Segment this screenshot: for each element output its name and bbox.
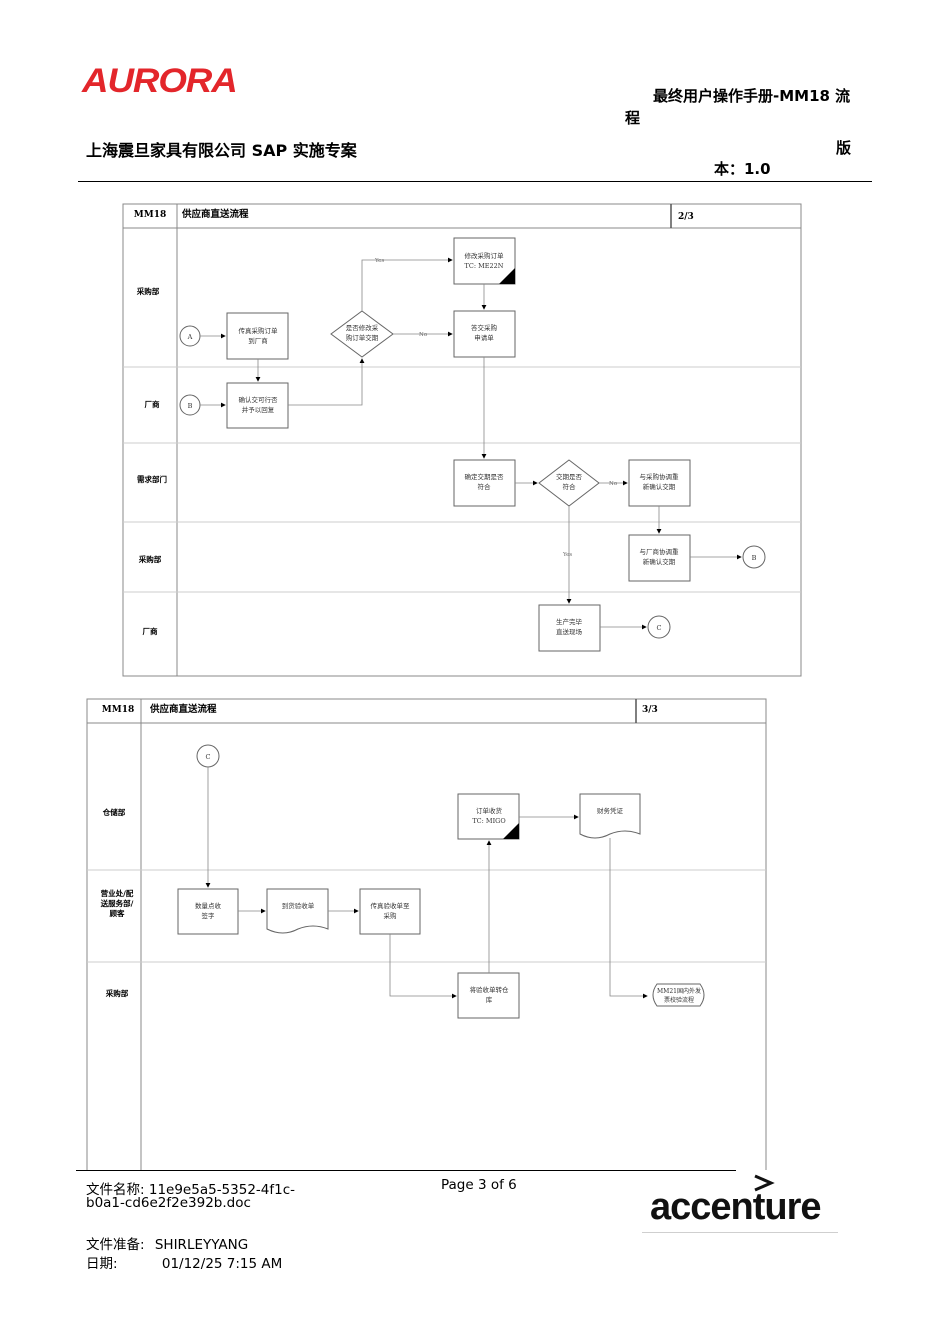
doc-title-line1: 最终用户操作手册-MM18 流: [653, 87, 851, 105]
d2-send-wh-line2: 库: [486, 995, 493, 1004]
d1-modify-po-line1: 修改采购订单: [465, 251, 505, 260]
accenture-underline: [642, 1232, 838, 1233]
d1-date-ok-line1: 交期是否: [556, 472, 583, 481]
d1-no-label-1: No: [419, 332, 428, 338]
d1-change-q-line2: 购订单交期: [346, 333, 379, 342]
d1-change-q-line1: 是否修改采: [346, 323, 379, 332]
d2-send-wh-line1: 将验收单转仓: [470, 985, 510, 994]
header-divider: [78, 181, 872, 182]
d2-lane-purchasing: 采购部: [105, 988, 129, 998]
d1-coord-vendor-line1: 与厂商协调重: [640, 547, 680, 556]
d2-goods-receipt-line1: 订单收货: [476, 806, 503, 815]
d1-coord-buyer-line1: 与采购协调重: [640, 472, 680, 481]
d2-page: 3/3: [642, 705, 658, 715]
d1-check-date-line1: 确定交期是否: [465, 472, 505, 481]
d1-check-date-line2: 符合: [478, 482, 492, 491]
company-name: 上海震旦家具有限公司 SAP 实施专案: [86, 141, 357, 160]
d1-connector-b-out: B: [752, 554, 757, 562]
d1-lane-vendor-2: 厂商: [143, 626, 158, 636]
d1-coord-buyer-line2: 新确认交期: [643, 482, 676, 491]
date-label: 日期:: [86, 1256, 118, 1272]
prep-name: SHIRLEYYANG: [154, 1237, 249, 1253]
d1-sign-line1: 答交采购: [471, 323, 498, 332]
d2-count-line2: 签字: [202, 911, 216, 920]
date-value: 01/12/25 7:15 AM: [161, 1256, 283, 1272]
d1-title: 供应商直送流程: [181, 208, 249, 220]
d1-connector-b: B: [188, 402, 193, 410]
accenture-chevron-icon: [754, 1174, 775, 1192]
d1-produce-line2: 直送现场: [556, 627, 583, 636]
d1-confirm-line2: 并予以回复: [242, 405, 275, 414]
d2-fax-receipt-line2: 采购: [384, 911, 398, 920]
d1-lane-purchasing-2: 采购部: [138, 554, 162, 564]
d1-connector-a: A: [187, 333, 193, 341]
d1-code: MM18: [134, 210, 166, 220]
d1-date-ok-line2: 符合: [563, 482, 577, 491]
doc-title-line2: 程: [625, 109, 641, 127]
version-label-line1: 版: [836, 139, 852, 157]
file-name-line1: 11e9e5a5-5352-4f1c-: [148, 1182, 296, 1198]
d2-goods-receipt-line2: TC: MIGO: [472, 817, 505, 825]
d2-count-line1: 数量点收: [195, 901, 222, 910]
d1-lane-demand: 需求部门: [137, 474, 167, 484]
accenture-logo: accenture: [650, 1186, 822, 1228]
version-label-line2: 本：1.0: [714, 160, 771, 178]
d1-produce-line1: 生产完毕: [556, 617, 583, 626]
d1-fax-po-line2: 到厂商: [248, 336, 268, 345]
page-number: Page 3 of 6: [441, 1177, 517, 1193]
d1-sign-line2: 申请单: [474, 333, 494, 342]
date-row: 日期: 01/12/25 7:15 AM: [86, 1252, 282, 1272]
d2-code: MM18: [102, 705, 134, 715]
d1-yes-label-2: Yes: [562, 552, 572, 558]
d1-page: 2/3: [678, 212, 694, 222]
file-name-line2: b0a1-cd6e2f2e392b.doc: [86, 1195, 251, 1211]
d1-confirm-line1: 确认交可行否: [239, 395, 279, 404]
footer-divider: [76, 1170, 736, 1171]
d1-lane-vendor-1: 厂商: [145, 399, 160, 409]
d1-modify-po-line2: TC: ME22N: [465, 262, 504, 270]
d1-lane-purchasing-1: 采购部: [136, 286, 160, 296]
d2-title: 供应商直送流程: [149, 703, 217, 715]
d2-receipt-doc: 到货验收单: [282, 901, 315, 910]
prep-label: 文件准备:: [86, 1237, 145, 1253]
d1-fax-po-line1: 传真采购订单: [239, 326, 279, 335]
d1-yes-label-1: Yes: [374, 258, 384, 264]
prepared-by: 文件准备: SHIRLEYYANG: [86, 1233, 248, 1253]
d1-no-label-2: No: [609, 481, 618, 487]
d1-connector-c-out: C: [657, 624, 662, 632]
d2-lane-warehouse: 仓储部: [102, 807, 126, 817]
d2-mm21-line2: 票校验流程: [664, 996, 694, 1004]
d2-finance-doc: 财务凭证: [597, 806, 624, 815]
d2-mm21-line1: MM21国内外发: [657, 987, 701, 995]
file-label: 文件名称:: [86, 1182, 145, 1198]
d2-connector-c: C: [206, 753, 211, 761]
d2-lane-sales-line3: 顾客: [110, 908, 125, 918]
d2-lane-sales-line2: 送服务部/: [100, 898, 134, 908]
file-name-label: 文件名称: 11e9e5a5-5352-4f1c-: [86, 1178, 295, 1198]
d2-lane-sales-line1: 营业处/配: [101, 888, 134, 898]
d2-fax-receipt-line1: 传真验收单至: [371, 901, 411, 910]
d1-coord-vendor-line2: 新确认交期: [643, 557, 676, 566]
aurora-logo: AURORA: [82, 62, 238, 100]
